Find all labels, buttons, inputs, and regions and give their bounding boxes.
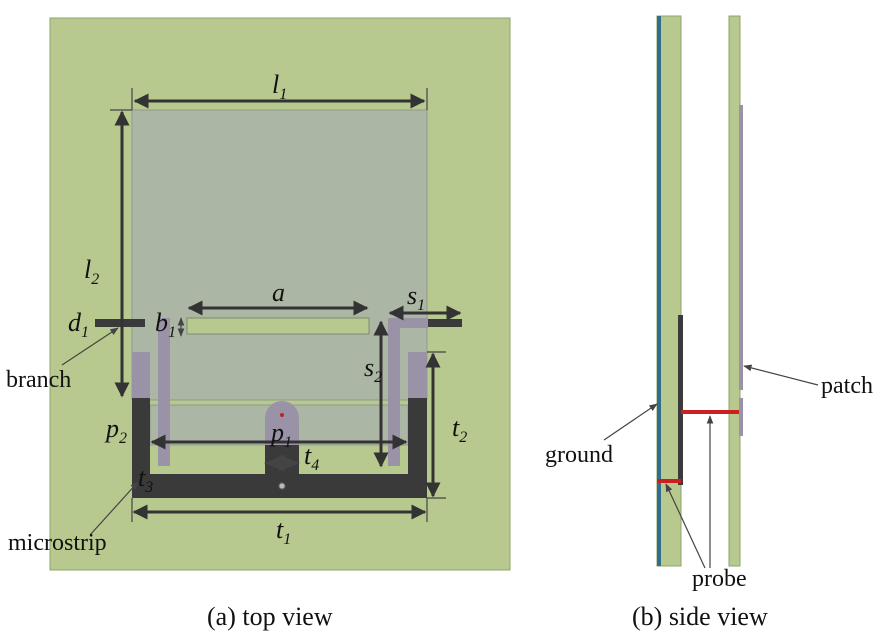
p1-label: p1 — [269, 418, 292, 451]
microstrip-leader — [89, 481, 139, 536]
ground-label: ground — [545, 442, 613, 468]
side-patch-upper — [739, 105, 743, 390]
d1-label: d1 — [68, 308, 89, 341]
t3-label: t3 — [138, 463, 153, 496]
p2-label: p2 — [104, 414, 127, 447]
b1-label: b1 — [155, 308, 176, 341]
right-branch-vertical — [388, 318, 400, 466]
t1-label: t1 — [276, 515, 291, 548]
branch-label: branch — [6, 367, 71, 393]
microstrip-label: microstrip — [8, 530, 107, 556]
ground-leader — [603, 403, 658, 441]
radiating-patch — [131, 109, 428, 401]
probe-point-top — [280, 413, 284, 417]
upper-substrate — [728, 15, 741, 567]
s1-label: s1 — [407, 281, 425, 314]
right-branch — [426, 319, 462, 327]
l1-label: l1 — [272, 70, 287, 103]
top-view: l1 l2 a b1 d1 s1 s2 p2 p1 t4 t3 t2 t1 br… — [6, 17, 511, 631]
side-microstrip — [678, 315, 683, 485]
microstrip-left-arm-upper — [132, 352, 150, 398]
microstrip-right-arm — [408, 398, 427, 498]
slot — [186, 317, 370, 335]
top-view-caption: (a) top view — [207, 602, 333, 631]
right-branch-top — [388, 318, 428, 328]
microstrip-left-arm — [132, 398, 150, 498]
l2-label: l2 — [84, 255, 99, 288]
a-label: a — [272, 278, 285, 307]
side-patch-lower — [739, 398, 743, 436]
patch-label: patch — [821, 373, 873, 399]
probe-leader-lower — [665, 483, 706, 569]
branch-leader — [61, 327, 119, 366]
s2-label: s2 — [364, 353, 382, 386]
probe-point-bottom — [278, 482, 286, 490]
t2-label: t2 — [452, 413, 467, 446]
side-view: ground patch probe (b) side view — [545, 15, 873, 631]
probe-label: probe — [692, 566, 747, 592]
t4-label: t4 — [304, 441, 319, 474]
side-view-caption: (b) side view — [632, 602, 768, 631]
patch-leader — [743, 364, 819, 386]
ground-plane — [657, 16, 661, 566]
feed-stem-lower — [265, 445, 299, 474]
left-branch-vertical — [158, 318, 170, 466]
left-branch — [95, 319, 145, 327]
microstrip-right-arm-upper — [408, 352, 427, 398]
